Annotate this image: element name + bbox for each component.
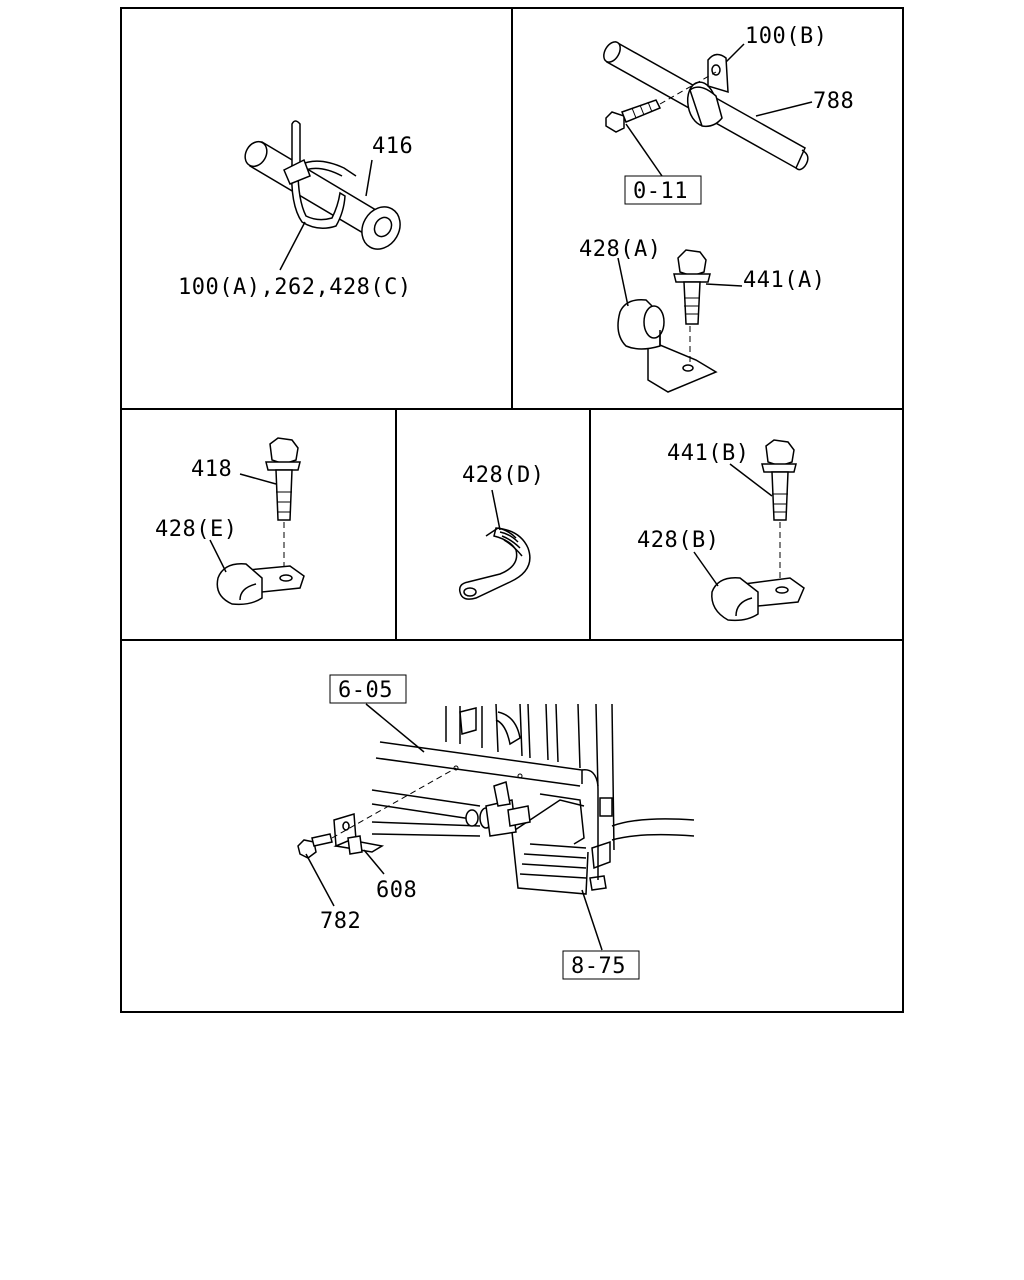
ref-6-05: 6-05 <box>338 678 393 703</box>
bolt-441a-drawing <box>673 249 711 325</box>
callout-428b: 428(B) <box>637 528 719 553</box>
leader-782 <box>305 853 335 907</box>
panel-pipe-clip: 100(B) 788 0-11 428(A) 441(A) <box>579 24 854 393</box>
leader-428a <box>617 257 629 307</box>
hose-416-drawing <box>244 120 401 250</box>
callout-441b: 441(B) <box>667 441 749 466</box>
leader-100b <box>725 43 745 63</box>
callout-428a: 428(A) <box>579 237 661 262</box>
frame-assembly-drawing <box>371 703 695 895</box>
panel-grid <box>120 7 904 1013</box>
panel-clip-428b: 441(B) 428(B) <box>637 439 805 622</box>
ref-0-11: 0-11 <box>633 179 688 204</box>
clip-428b-drawing <box>711 577 805 622</box>
callout-441a: 441(A) <box>743 268 825 293</box>
callout-100a-262-428c: 100(A),262,428(C) <box>178 275 412 300</box>
leader-608 <box>363 849 385 875</box>
leader-441b <box>729 463 773 497</box>
panel-clip-428e: 418 428(E) <box>155 437 305 606</box>
callout-100b: 100(B) <box>745 24 827 49</box>
leader-788 <box>755 101 813 117</box>
bolt-782-drawing <box>297 833 333 859</box>
callout-782: 782 <box>320 909 361 934</box>
clip-428e-drawing <box>216 563 305 606</box>
callout-788: 788 <box>813 89 854 114</box>
callout-416: 416 <box>372 134 413 159</box>
panel-frame-installation: 6-05 608 782 8-75 <box>297 674 695 980</box>
callout-608: 608 <box>376 878 417 903</box>
leader-428b <box>693 551 719 587</box>
clip-428a-drawing <box>617 299 718 393</box>
leader-6-05 <box>365 703 425 753</box>
ref-8-75: 8-75 <box>571 954 626 979</box>
ref-box-8-75 <box>562 950 640 980</box>
leader-428e <box>209 539 227 573</box>
pipe-788-drawing <box>603 40 809 171</box>
callout-418: 418 <box>191 457 232 482</box>
leader-100a <box>279 221 306 271</box>
ref-box-0-11 <box>624 175 702 205</box>
leader-416 <box>365 159 373 197</box>
bracket-608-drawing <box>333 813 385 855</box>
leader-418 <box>239 473 277 485</box>
bolt-axis-0-11 <box>659 71 717 105</box>
callout-428d: 428(D) <box>462 463 544 488</box>
ref-box-6-05 <box>329 674 407 704</box>
bolt-441b-drawing <box>761 439 797 521</box>
callout-428e: 428(E) <box>155 517 237 542</box>
panel-clip-428d: 428(D) <box>458 463 544 600</box>
bolt-0-11-drawing <box>605 99 662 133</box>
panel-cable-tie: 416 100(A),262,428(C) <box>178 120 413 300</box>
clip-428d-drawing <box>458 527 531 600</box>
leader-8-75 <box>581 889 603 951</box>
leader-0-11 <box>625 123 663 177</box>
leader-428d <box>491 489 501 531</box>
bolt-418-drawing <box>265 437 301 521</box>
leader-441a <box>705 283 743 287</box>
bolt-axis-782 <box>331 767 457 839</box>
